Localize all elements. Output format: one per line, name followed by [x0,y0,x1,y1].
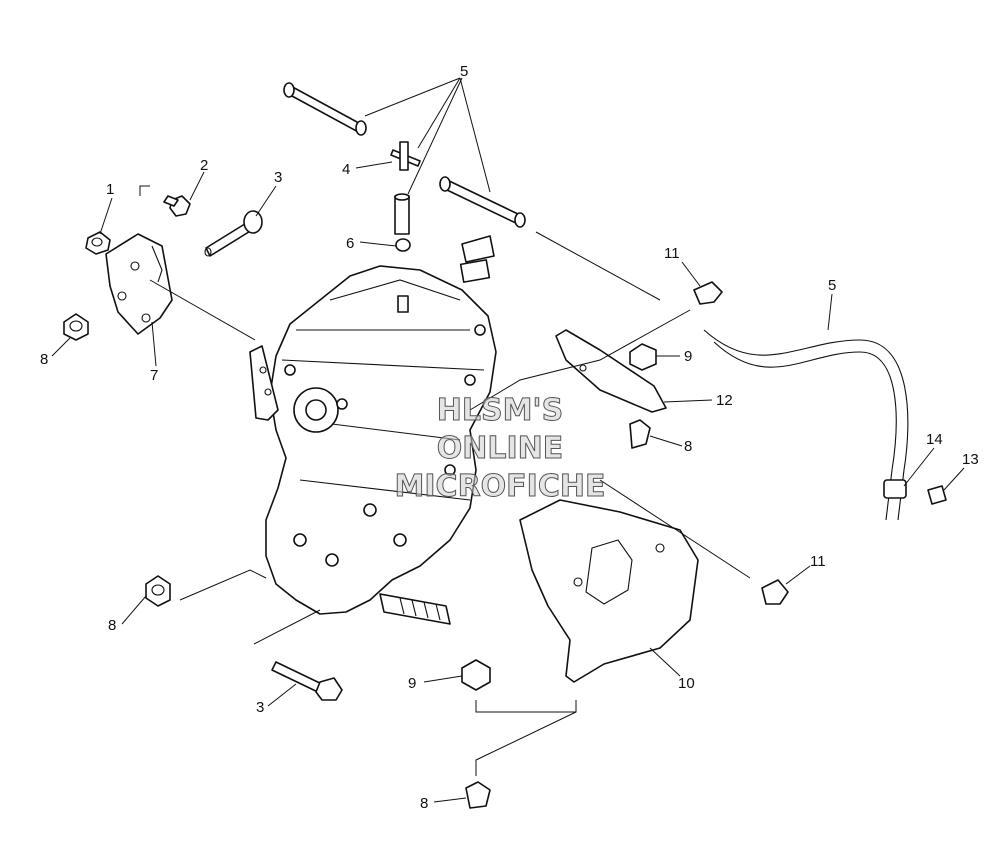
callout-11-upper: 11 [664,245,680,262]
bolt-11-upper [693,281,723,305]
guide-lower-bolt [253,609,321,645]
bolt-8-mid [629,419,651,449]
hose-short-vertical [394,193,410,235]
callout-8-lower-left: 8 [108,617,116,634]
callout-8-mid: 8 [684,438,692,455]
mounting-bracket [105,233,173,335]
callout-3-upper: 3 [274,169,282,186]
bracket-guide-2 [149,279,256,341]
callout-6: 6 [346,235,354,252]
callout-7: 7 [150,367,158,384]
transmission-assembly [249,235,497,625]
bolt-3-lower [271,661,343,701]
callout-13: 13 [962,451,979,468]
nut-9-lower [461,659,491,691]
callout-1: 1 [106,181,114,198]
nut-8-lower-left [145,575,171,607]
callout-labels: 5 4 6 1 2 3 8 7 11 5 9 12 8 14 13 11 10 … [40,63,979,812]
bolt-2 [163,195,191,217]
hose-right [703,329,909,521]
nut-8-left [63,313,89,341]
nut-1 [85,231,111,255]
mounting-plate [519,499,699,683]
callout-leaders [51,77,965,803]
watermark-line-3: MICROFICHE [395,469,606,504]
callout-14: 14 [926,431,943,448]
bolt-8-bottom [465,781,491,809]
guide-plate-to-bolt [475,711,577,776]
callout-5-right: 5 [828,277,836,294]
callout-11-lower: 11 [810,553,826,570]
cap [395,238,411,252]
callout-9-upper: 9 [684,348,692,365]
hose-upper-left [283,82,367,136]
callout-12: 12 [716,392,733,409]
watermark-line-2: ONLINE [437,431,564,466]
bolt-11-lower [761,579,789,605]
callout-9-lower: 9 [408,675,416,692]
callout-8-left: 8 [40,351,48,368]
guide-lower-left [179,569,267,601]
guide-plate-bottom [475,700,577,713]
tee-fitting [390,141,421,171]
bracket-guide-1 [139,185,150,196]
callout-4: 4 [342,161,350,178]
bracket-12 [555,329,667,413]
bolt-3-upper [204,210,263,257]
guide-bracket [469,309,691,411]
watermark: HLSM'S ONLINE MICROFICHE [394,393,606,505]
callout-2: 2 [200,157,208,174]
callout-10: 10 [678,675,695,692]
callout-5-top: 5 [460,63,468,80]
callout-8-bottom: 8 [420,795,428,812]
hose-clamp [883,479,907,499]
callout-3-lower: 3 [256,699,264,716]
hose-guide-line [535,231,661,301]
watermark-line-1: HLSM'S [437,393,563,428]
hose-upper-right [439,176,526,228]
screw-13 [927,485,947,505]
nut-9-upper [629,343,657,371]
